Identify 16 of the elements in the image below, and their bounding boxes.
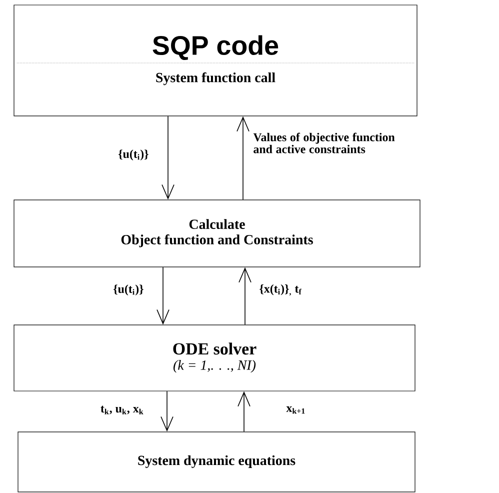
edge-label: t$_{k}$, u$_{k}$, x$_{k}$ <box>100 406 144 414</box>
arrow <box>162 116 174 200</box>
edge-label: {u(t$_{i}$)} <box>118 150 148 160</box>
arrow <box>238 267 252 326</box>
edge-label: {u(t$_{i}$)} <box>113 284 144 296</box>
edge-label: {x(t$_{i}$)}$_{,}$ t$_{f}$ <box>260 284 302 296</box>
process-box: Calculate Object function and Constraints <box>14 200 420 268</box>
arrow <box>236 116 250 200</box>
edge-label: Values of objective function and active constraints <box>253 132 395 154</box>
arrow <box>156 266 170 325</box>
process-box: System dynamic equations <box>18 432 416 492</box>
arrow <box>238 391 250 432</box>
arrow <box>160 390 174 432</box>
process-box: ODE solver (k = 1,. . ., NI) <box>14 324 416 392</box>
process-box: SQP code System function call <box>14 4 418 116</box>
edge-label: x$_{k+1}$ <box>286 406 305 414</box>
